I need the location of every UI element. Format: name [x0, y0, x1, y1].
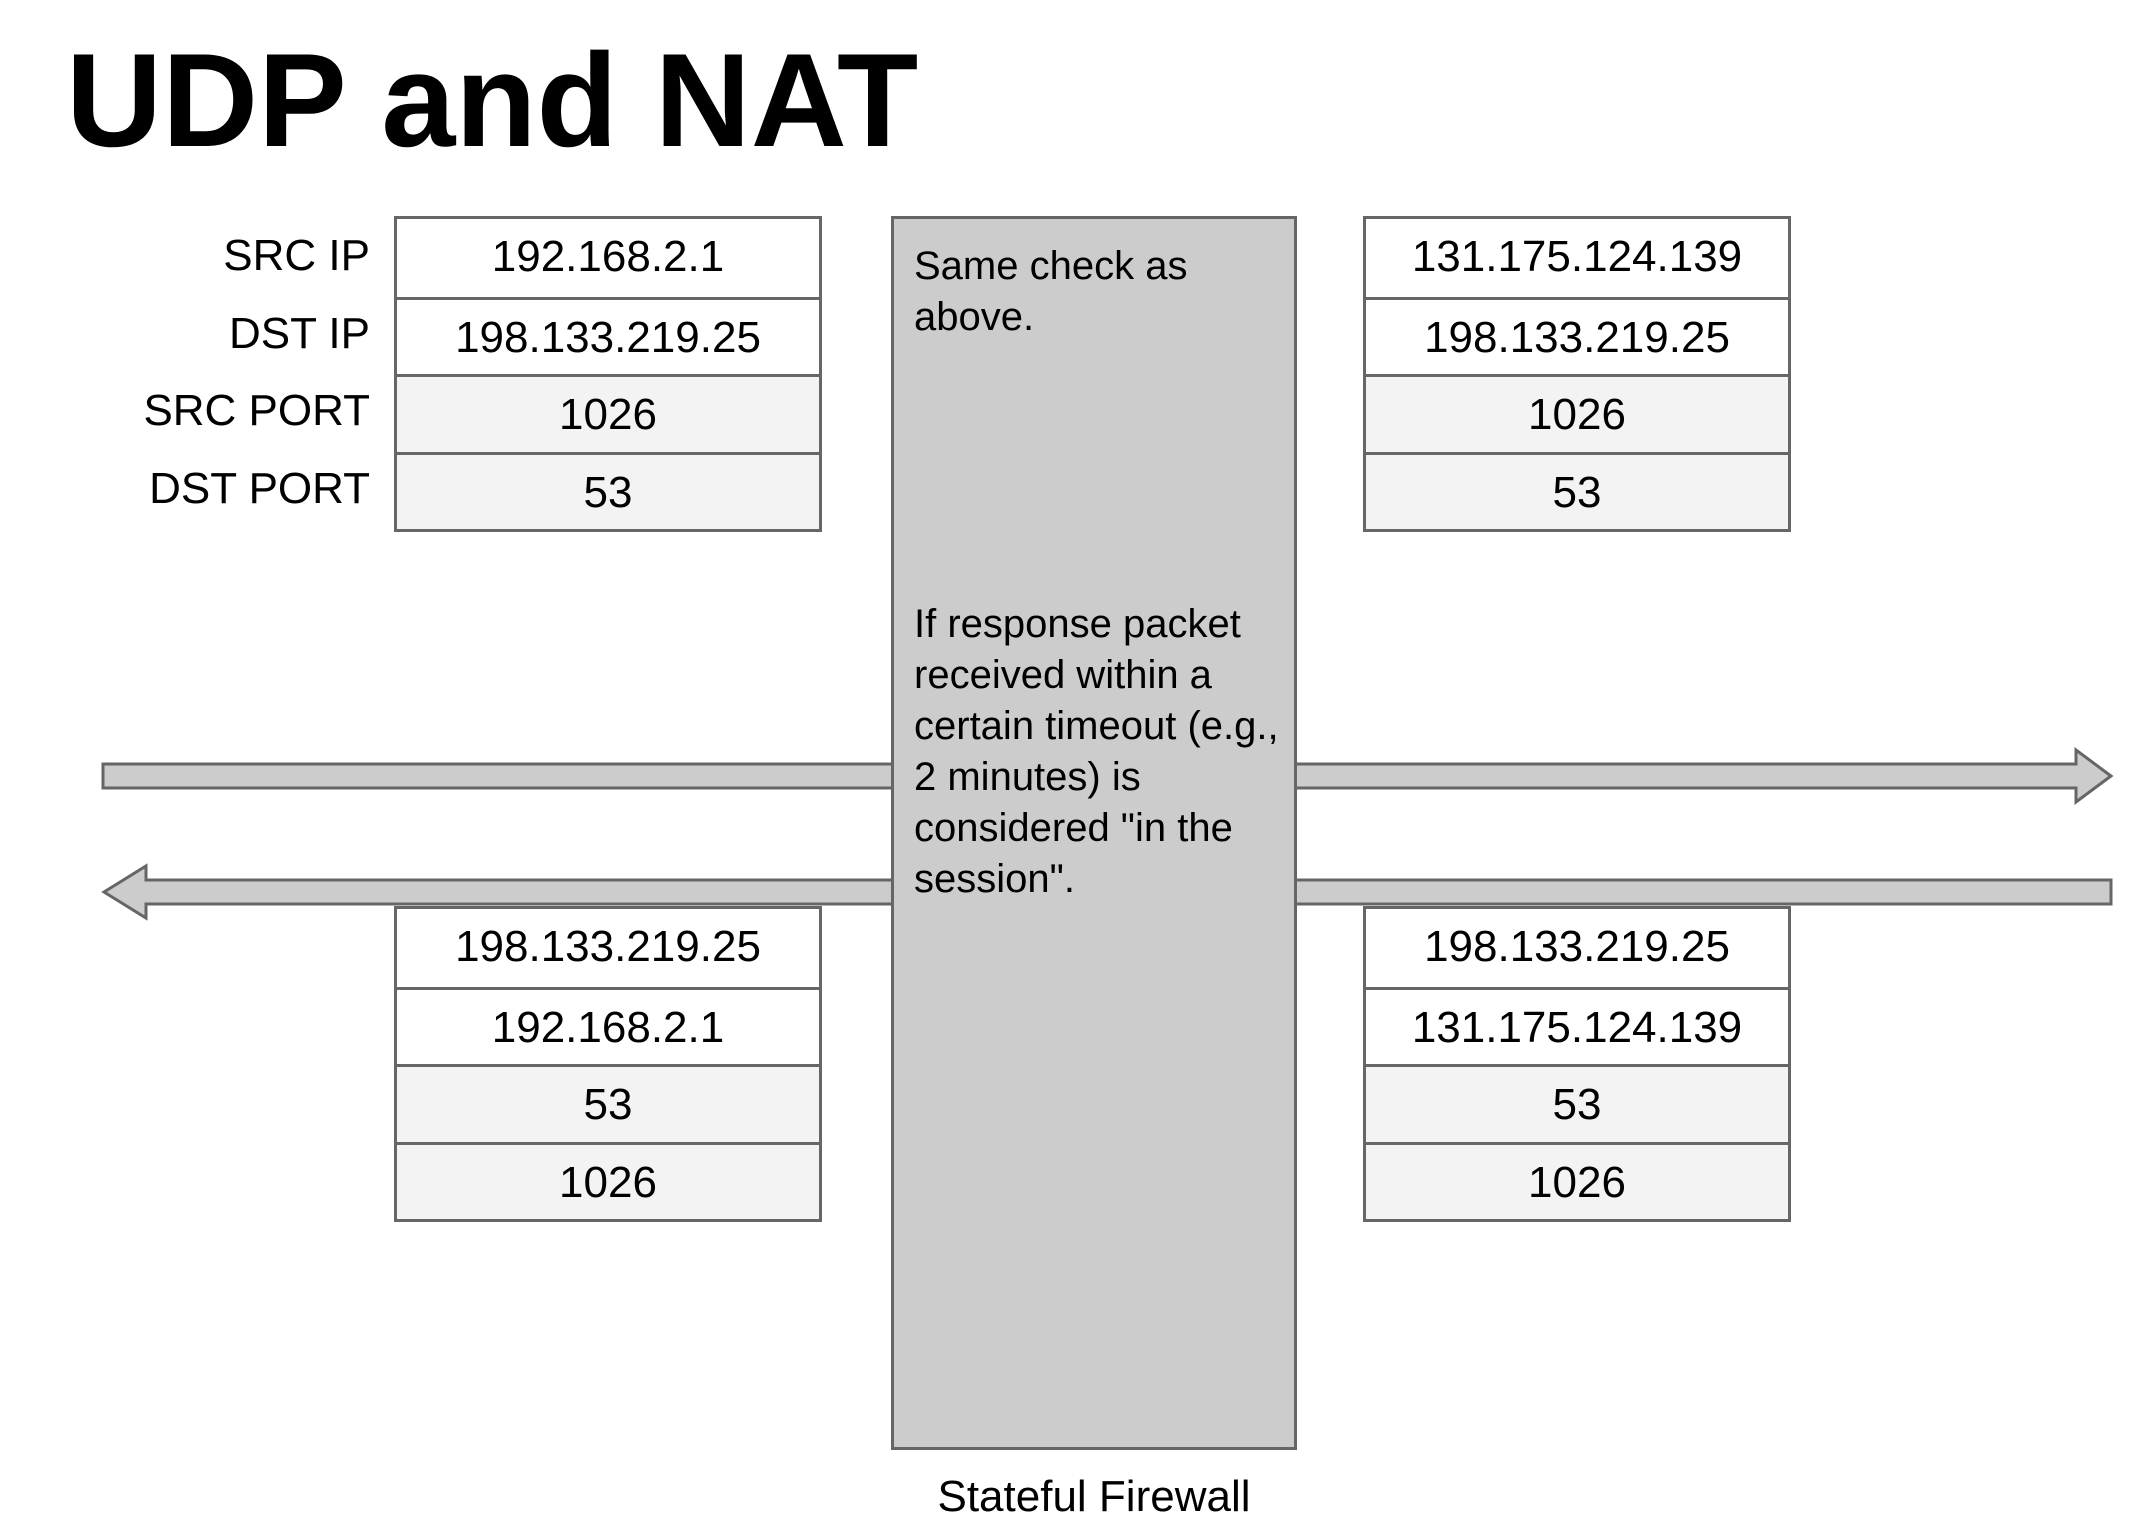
- dst-port-cell: 1026: [397, 1141, 819, 1219]
- dst-ip-cell: 131.175.124.139: [1366, 986, 1788, 1065]
- dst-ip-cell: 198.133.219.25: [1366, 296, 1788, 375]
- dst-port-cell: 53: [397, 451, 819, 529]
- src-port-cell: 53: [1366, 1064, 1788, 1142]
- slide-title: UDP and NAT: [66, 27, 919, 175]
- src-ip-cell: 198.133.219.25: [455, 922, 761, 971]
- src-ip-cell: 198.133.219.25: [1424, 922, 1730, 971]
- src-ip-cell: 131.175.124.139: [1411, 232, 1743, 281]
- label-src-ip: SRC IP: [223, 231, 370, 280]
- label-dst-port: DST PORT: [149, 463, 370, 513]
- firewall-note-middle: If response packet received within a cer…: [914, 602, 1290, 901]
- stateful-firewall-box: Same check as above. If response packet …: [891, 216, 1297, 1450]
- dst-ip-cell: 192.168.2.1: [397, 986, 819, 1065]
- src-port-cell: 53: [397, 1064, 819, 1142]
- src-port-cell: 1026: [1366, 374, 1788, 452]
- packet-inbound-public: 198.133.219.25 131.175.124.139 53 1026: [1363, 906, 1791, 1222]
- dst-ip-cell: 198.133.219.25: [397, 296, 819, 375]
- packet-outbound-public: 131.175.124.139 198.133.219.25 1026 53: [1363, 216, 1791, 532]
- field-labels: SRC IP DST IP SRC PORT DST PORT: [100, 217, 370, 527]
- dst-port-cell: 53: [1366, 451, 1788, 529]
- src-port-cell: 1026: [397, 374, 819, 452]
- label-src-port: SRC PORT: [143, 386, 370, 435]
- packet-inbound-private: 198.133.219.25 192.168.2.1 53 1026: [394, 906, 822, 1222]
- src-ip-cell: 192.168.2.1: [491, 232, 725, 281]
- dst-port-cell: 1026: [1366, 1141, 1788, 1219]
- label-dst-ip: DST IP: [228, 308, 370, 358]
- packet-outbound-private: 192.168.2.1 198.133.219.25 1026 53: [394, 216, 822, 532]
- firewall-label: Stateful Firewall: [937, 1472, 1251, 1521]
- firewall-note-top: Same check as above.: [914, 244, 1199, 339]
